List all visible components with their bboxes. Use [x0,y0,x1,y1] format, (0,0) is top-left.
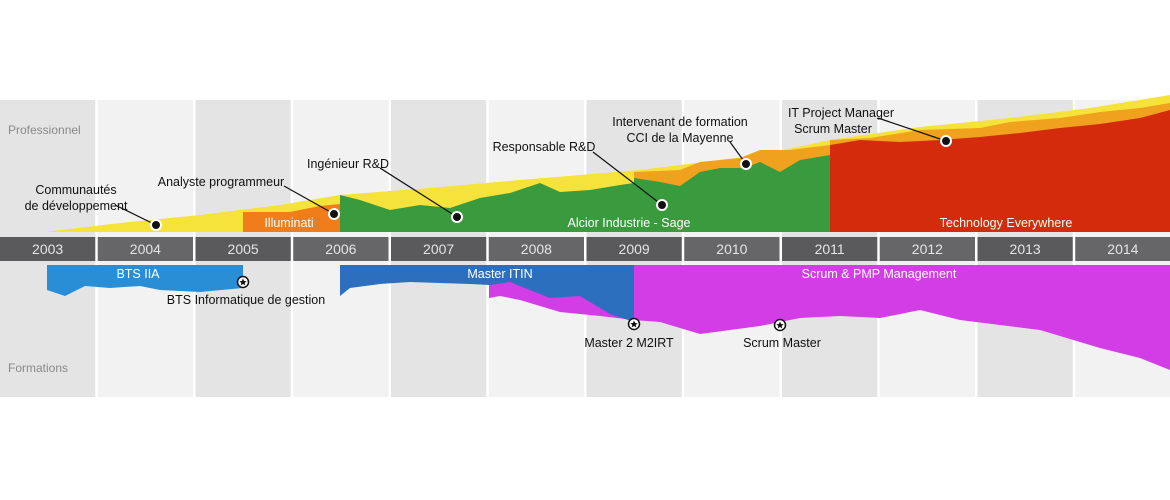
area-alcior-2 [634,155,830,232]
year-cell [586,237,682,261]
section-label-professional: Professionnel [8,123,81,137]
milestone-dot [328,208,340,220]
milestone-label: Scrum Master [743,336,821,350]
milestone-dot [740,158,752,170]
year-label: 2008 [521,241,552,257]
milestone-label: Ingénieur R&D [307,157,389,171]
year-label: 2005 [228,241,259,257]
milestone-dot [656,199,668,211]
milestone-label: Responsable R&D [493,140,596,154]
milestone-label-line2: Scrum Master [794,122,872,136]
milestone-scrum-master: Scrum Master [743,318,821,350]
year-label: 2012 [912,241,943,257]
star-icon [239,278,247,286]
milestone-itpm: IT Project Manager Scrum Master [788,106,952,147]
year-cell [977,237,1073,261]
milestone-ingenieur: Ingénieur R&D [307,157,463,223]
year-cell [0,237,96,261]
area-label-bts-iia: BTS IIA [116,267,160,281]
area-alcior [340,183,634,232]
year-label: 2003 [32,241,63,257]
milestone-master2: Master 2 M2IRT [584,317,674,350]
area-label-technology: Technology Everywhere [940,216,1073,230]
area-label-master-itin: Master ITIN [467,267,532,281]
year-label: 2007 [423,241,454,257]
year-cell [879,237,975,261]
year-cell [195,237,291,261]
star-icon [776,321,784,329]
milestone-label-line2: CCI de la Mayenne [626,131,733,145]
year-label: 2004 [130,241,161,257]
year-cell [1075,237,1170,261]
area-label-alcior: Alcior Industrie - Sage [568,216,691,230]
year-cell [684,237,780,261]
milestone-dot [150,219,162,231]
milestone-label-line1: Intervenant de formation [612,115,748,129]
area-label-illuminati: Illuminati [264,216,313,230]
area-bts-iia [47,265,243,296]
year-cell [782,237,878,261]
milestone-dot [940,135,952,147]
education-areas [47,265,1170,370]
area-label-scrum-pmp: Scrum & PMP Management [802,267,957,281]
area-illuminati [243,204,340,232]
year-label: 2010 [716,241,747,257]
milestone-dot [451,211,463,223]
milestone-label: Master 2 M2IRT [584,336,674,350]
milestone-label: BTS Informatique de gestion [167,293,325,307]
section-label-education: Formations [8,361,68,375]
year-cell [488,237,584,261]
year-label: 2006 [325,241,356,257]
area-scrum-pmp [489,265,1170,370]
area-master-itin [340,265,634,322]
milestone-analyste: Analyste programmeur [158,175,340,220]
star-icon [630,320,638,328]
milestone-intervenant: Intervenant de formation CCI de la Mayen… [612,115,752,170]
milestone-bts-info: BTS Informatique de gestion [167,275,325,307]
milestone-responsable: Responsable R&D [493,140,668,211]
year-cell [293,237,389,261]
year-cell [391,237,487,261]
year-label: 2011 [815,241,845,257]
year-label: 2009 [619,241,650,257]
milestone-communautes: Communautés de développement [25,183,162,231]
year-label: 2014 [1107,241,1138,257]
milestone-label: Analyste programmeur [158,175,284,189]
year-label: 2013 [1010,241,1041,257]
year-axis: 2003 2004 2005 2006 2007 2008 2009 2010 2011 2012… [0,237,1170,261]
milestone-label-line2: de développement [25,199,128,213]
milestone-label-line1: Communautés [35,183,116,197]
milestone-label-line1: IT Project Manager [788,106,894,120]
professional-areas [0,95,1170,232]
area-technology-everywhere [830,110,1170,232]
year-cell [97,237,193,261]
